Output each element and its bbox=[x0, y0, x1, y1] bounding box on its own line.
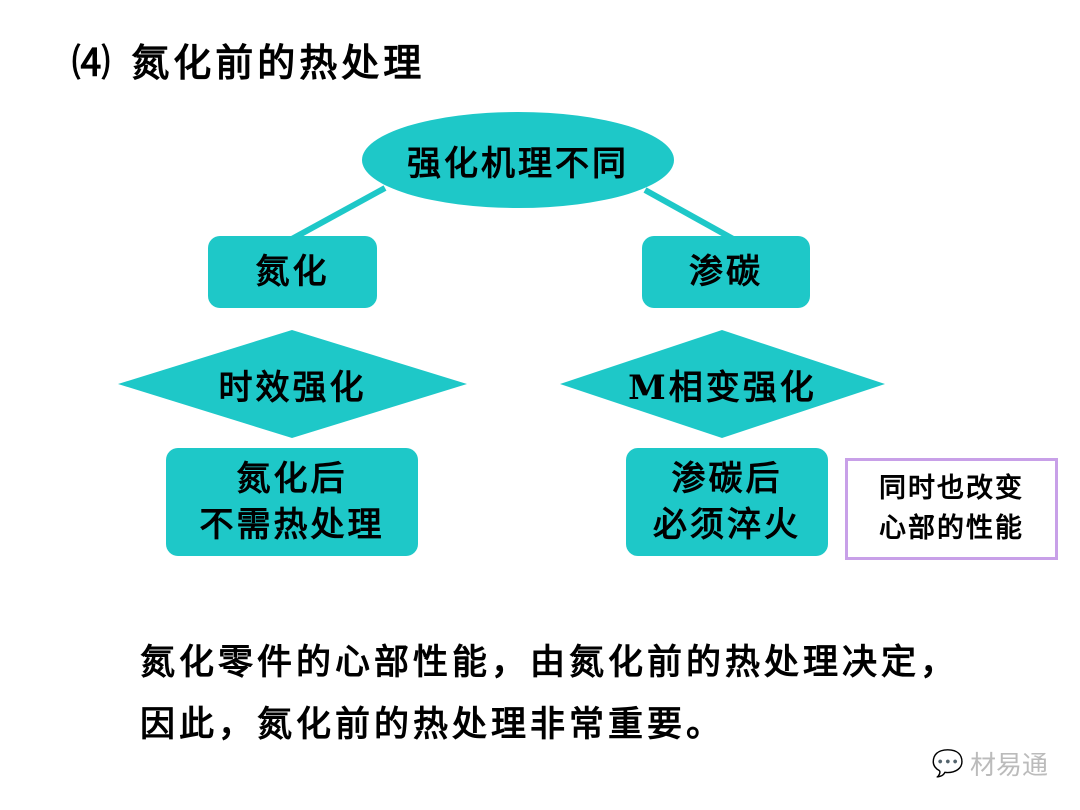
process-carburizing: 渗碳 bbox=[642, 236, 810, 308]
result-left: 氮化后 不需热处理 bbox=[166, 448, 418, 556]
diamond-right bbox=[560, 330, 885, 438]
root-label: 强化机理不同 bbox=[407, 143, 629, 184]
wechat-icon: 💬 bbox=[931, 748, 964, 779]
mechanism-left: 时效强化 bbox=[218, 367, 367, 408]
paragraph-line2: 因此，氮化前的热处理非常重要。 bbox=[140, 704, 726, 745]
result-left-line2: 不需热处理 bbox=[199, 505, 385, 545]
slide-title: ⑷ 氮化前的热处理 bbox=[72, 40, 426, 85]
mechanism-right: M相变强化 bbox=[628, 367, 817, 408]
watermark: 💬 材易通 bbox=[932, 745, 1048, 782]
result-right-line1: 渗碳后 bbox=[671, 459, 783, 499]
process-nitriding: 氮化 bbox=[208, 236, 377, 308]
connector-left bbox=[288, 185, 387, 243]
result-right-line2: 必须淬火 bbox=[653, 505, 801, 545]
note-line1: 同时也改变 bbox=[879, 473, 1024, 504]
root-ellipse bbox=[362, 112, 674, 208]
connector-right bbox=[643, 187, 737, 243]
diamond-left bbox=[118, 330, 467, 438]
watermark-text: 材易通 bbox=[969, 751, 1048, 781]
result-right: 渗碳后 必须淬火 bbox=[626, 448, 828, 556]
note-line2: 心部的性能 bbox=[879, 513, 1024, 544]
result-left-line1: 氮化后 bbox=[236, 459, 348, 499]
paragraph-line1: 氮化零件的心部性能，由氮化前的热处理决定， bbox=[140, 642, 960, 683]
note-box: 同时也改变 心部的性能 bbox=[845, 458, 1058, 560]
